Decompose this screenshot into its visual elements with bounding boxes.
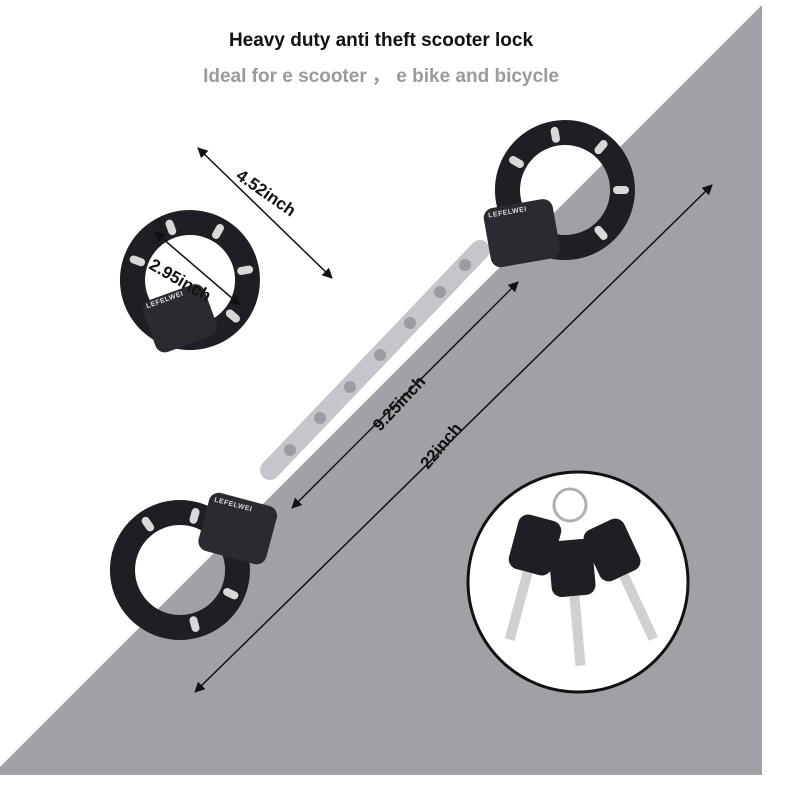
keys-inset (466, 470, 690, 694)
key-icon (504, 514, 562, 641)
page-subtitle: Ideal for e scooter ， e bike and bicycle (203, 66, 559, 87)
outer-diameter-arrow (197, 147, 333, 279)
key-icon (583, 518, 658, 641)
page-title: Heavy duty anti theft scooter lock (228, 30, 534, 51)
key-icon (548, 539, 596, 667)
total-length-arrow (194, 184, 713, 693)
key-ring (552, 487, 588, 523)
outer-diameter-label: 4.52inch (233, 166, 300, 221)
